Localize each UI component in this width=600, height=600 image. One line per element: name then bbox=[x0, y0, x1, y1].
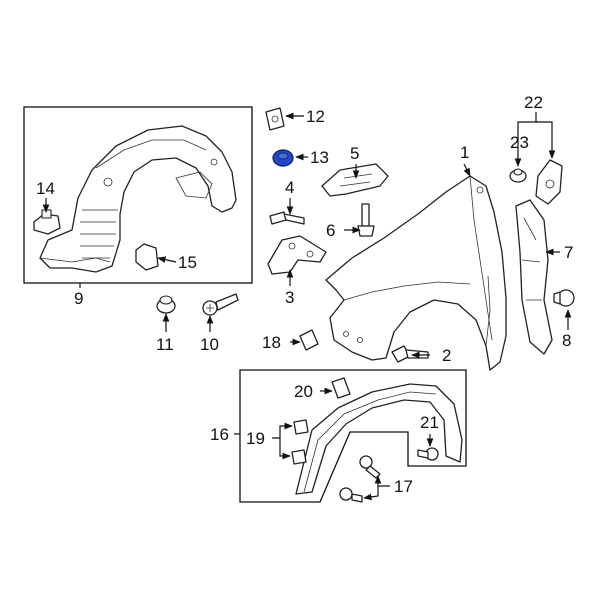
callout-11: 11 bbox=[156, 335, 174, 354]
callout-2: 2 bbox=[442, 346, 451, 365]
stud-6 bbox=[357, 203, 375, 237]
bracket-3 bbox=[267, 235, 327, 275]
screw-17-upper bbox=[359, 455, 381, 479]
callout-14: 14 bbox=[36, 179, 55, 198]
callout-5: 5 bbox=[350, 144, 359, 163]
callout-19: 19 bbox=[246, 429, 265, 448]
callout-6: 6 bbox=[326, 221, 335, 240]
bracket-15 bbox=[135, 243, 159, 271]
callout-4: 4 bbox=[285, 178, 294, 197]
callout-22: 22 bbox=[524, 93, 543, 112]
callout-13: 13 bbox=[310, 148, 329, 167]
callout-18: 18 bbox=[262, 333, 281, 352]
callout-8: 8 bbox=[562, 331, 571, 350]
bracket-5 bbox=[321, 163, 389, 197]
callout-3: 3 bbox=[285, 288, 294, 307]
screw-21 bbox=[417, 447, 439, 461]
callout-15: 15 bbox=[178, 253, 197, 272]
callout-1: 1 bbox=[460, 143, 469, 162]
leader-lines bbox=[42, 112, 572, 501]
liner-group-frame bbox=[23, 106, 253, 284]
screw-10 bbox=[202, 293, 239, 316]
clip-12 bbox=[265, 107, 285, 131]
clip-19-upper bbox=[293, 419, 309, 435]
bracket-22 bbox=[535, 159, 563, 205]
callout-20: 20 bbox=[294, 382, 313, 401]
seal-7 bbox=[515, 199, 553, 355]
clip-23 bbox=[509, 168, 527, 183]
inner-fender-liner bbox=[39, 125, 237, 273]
callout-7: 7 bbox=[564, 243, 573, 262]
callout-23: 23 bbox=[510, 133, 529, 152]
callout-12: 12 bbox=[306, 107, 325, 126]
clip-18 bbox=[299, 329, 319, 351]
callout-21: 21 bbox=[420, 413, 439, 432]
callout-17: 17 bbox=[394, 477, 413, 496]
bolt-2 bbox=[391, 345, 429, 363]
screw-17-lower bbox=[339, 487, 363, 503]
molding-group-frame bbox=[239, 369, 467, 503]
callout-10: 10 bbox=[200, 335, 219, 354]
wheel-arch-molding bbox=[295, 383, 463, 495]
clip-20 bbox=[331, 377, 351, 399]
clip-13-highlighted bbox=[272, 149, 294, 167]
callout-16: 16 bbox=[210, 425, 229, 444]
nut-11 bbox=[156, 295, 176, 314]
callout-9: 9 bbox=[74, 289, 83, 308]
bolt-8 bbox=[553, 289, 575, 307]
clip-14 bbox=[33, 209, 61, 235]
fender-panel bbox=[325, 175, 507, 371]
clip-19-lower bbox=[291, 449, 307, 465]
bolt-4 bbox=[269, 211, 305, 225]
